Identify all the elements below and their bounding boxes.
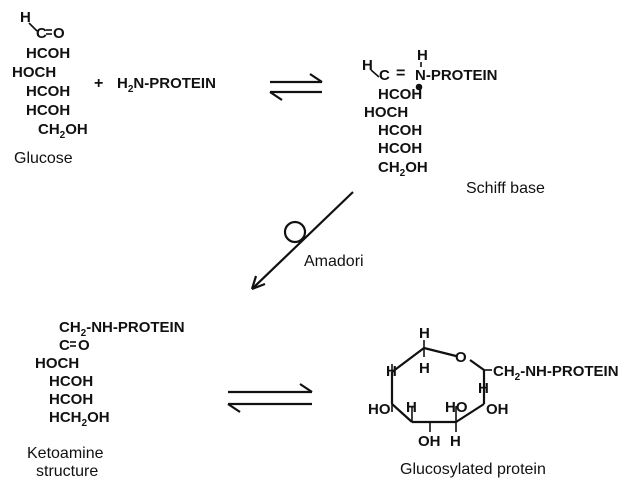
- ketoamine-top: CH2-NH-PROTEIN: [59, 319, 185, 339]
- schiff-row-3: HCOH: [378, 122, 422, 139]
- ketoamine-row-1: HOCH: [35, 355, 79, 372]
- h2n-protein: H2N-PROTEIN: [117, 75, 216, 95]
- ring-bond-left: [391, 347, 425, 373]
- glucose-aldehyde-h: H: [20, 9, 31, 26]
- glucosylated-protein-structure: H O H CH2-NH-PROTEIN H H HO H HO OH OH H…: [368, 325, 619, 478]
- schiff-h-bond: [370, 69, 380, 78]
- plus-sign: +: [94, 75, 103, 92]
- ring-oh-right: OH: [486, 401, 509, 418]
- schiff-h-top: H: [362, 57, 373, 74]
- schiff-ch2oh: CH2OH: [378, 159, 428, 179]
- schiff-base-structure: H C = H N-PROTEIN HCOH HOCH HCOH HCOH CH…: [362, 47, 545, 197]
- ring-bond-top: [423, 346, 457, 358]
- ketoamine-last: HCH2OH: [49, 409, 110, 429]
- schiff-positive-charge-icon: [415, 83, 423, 91]
- ring-bond-bottom-left: [391, 403, 413, 423]
- ring-h-mid: H: [406, 399, 417, 416]
- ring-h-bottom: H: [450, 433, 461, 450]
- equilibrium-arrow-2: [227, 383, 313, 413]
- glucose-structure: H C O HCOH HOCH HCOH HCOH CH2OH Glucose: [12, 9, 88, 167]
- glucose-row-3: HCOH: [26, 83, 70, 100]
- equilibrium-arrow-1: [269, 73, 323, 101]
- schiff-row-4: HCOH: [378, 140, 422, 157]
- ring-ho-mid: HO: [445, 399, 468, 416]
- schiff-caption: Schiff base: [466, 180, 545, 197]
- ring-oxygen: O: [455, 349, 467, 366]
- amadori-label: Amadori: [304, 253, 364, 270]
- schiff-row-2: HOCH: [364, 104, 408, 121]
- ketoamine-caption-line-2: structure: [36, 463, 98, 480]
- glucose-aldehyde-o: O: [53, 25, 65, 42]
- schiff-n-protein: N-PROTEIN: [415, 67, 498, 84]
- glucose-row-1: HCOH: [26, 45, 70, 62]
- ketoamine-co-c: C: [59, 337, 70, 354]
- ketoamine-co-o: O: [78, 337, 90, 354]
- schiff-double-bond: =: [396, 65, 405, 82]
- ring-bond-o-c1: [469, 359, 485, 371]
- glucose-row-4: HCOH: [26, 102, 70, 119]
- glucose-row-2: HOCH: [12, 64, 56, 81]
- ring-h-right: H: [478, 380, 489, 397]
- ring-oh-bottom: OH: [418, 433, 441, 450]
- amadori-rearrangement-arrow: Amadori: [250, 191, 364, 291]
- ring-substituent: CH2-NH-PROTEIN: [493, 363, 619, 383]
- ketoamine-caption-line-1: Ketoamine: [27, 445, 104, 462]
- ring-h-inner: H: [419, 360, 430, 377]
- ketoamine-structure: CH2-NH-PROTEIN C O HOCH HCOH HCOH HCH2OH…: [27, 319, 185, 480]
- schiff-n-h: H: [417, 47, 428, 64]
- glucosylated-caption: Glucosylated protein: [400, 461, 546, 478]
- glucose-aldehyde-c: C: [36, 25, 47, 42]
- schiff-row-1: HCOH: [378, 86, 422, 103]
- schiff-c-top: C: [379, 67, 390, 84]
- ketoamine-row-2: HCOH: [49, 373, 93, 390]
- ketoamine-row-3: HCOH: [49, 391, 93, 408]
- glucose-caption: Glucose: [14, 150, 73, 167]
- amadori-loop-icon: [283, 220, 307, 244]
- ring-h-top: H: [419, 325, 430, 342]
- protein-reagent: + H2N-PROTEIN: [94, 75, 216, 95]
- glucose-h-bond: [28, 22, 38, 32]
- ring-h-left: H: [386, 363, 397, 380]
- ring-bond-bottom-right: [455, 403, 485, 423]
- ring-ho-left: HO: [368, 401, 391, 418]
- glucose-ch2oh: CH2OH: [38, 121, 88, 141]
